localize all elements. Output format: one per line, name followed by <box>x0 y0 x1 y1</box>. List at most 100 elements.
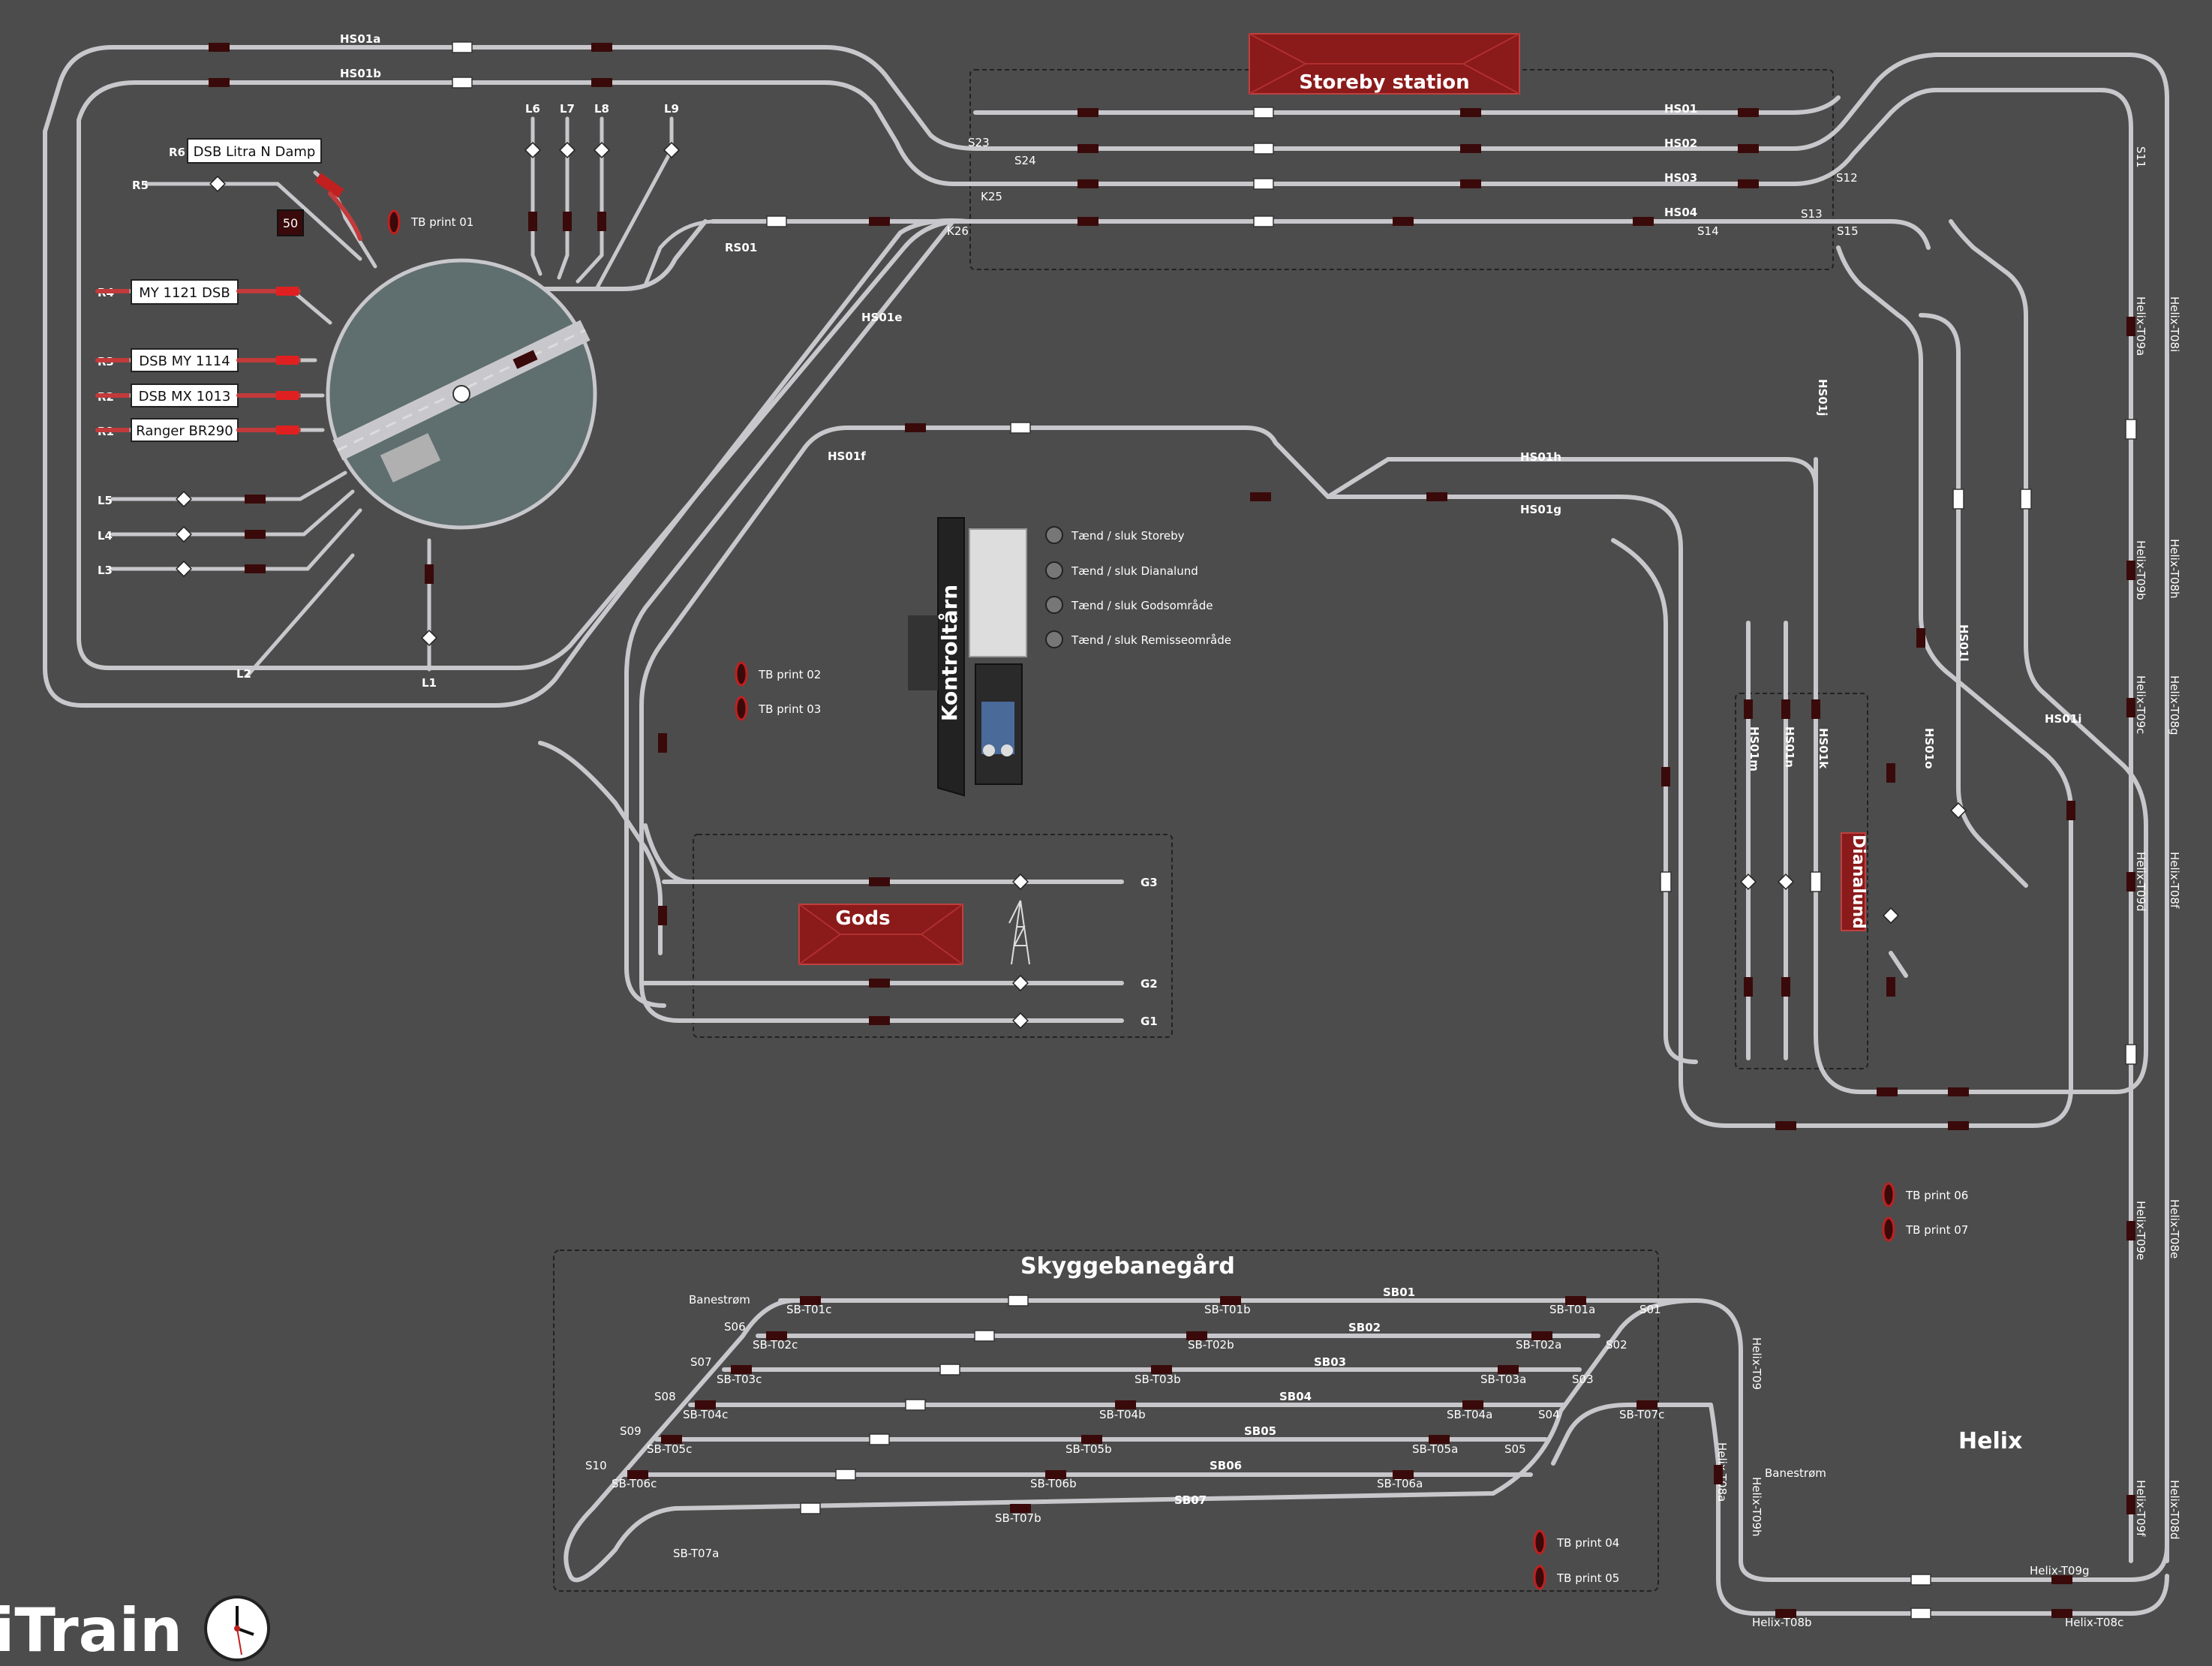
block-segment[interactable] <box>1661 767 1670 786</box>
block-segment[interactable] <box>1426 492 1447 501</box>
block-segment[interactable] <box>1220 1296 1241 1305</box>
tb-print-01[interactable]: TB print 01 <box>387 209 473 235</box>
block-segment[interactable] <box>2126 561 2135 580</box>
toggle-dianalund-button[interactable]: Tænd / sluk Dianalund <box>1045 561 1198 579</box>
sensor[interactable] <box>1660 871 1672 892</box>
block-segment[interactable] <box>905 423 926 432</box>
tb-print-06[interactable]: TB print 06 <box>1882 1182 1968 1207</box>
block-segment[interactable] <box>1077 179 1098 188</box>
block-segment[interactable] <box>695 1400 716 1409</box>
block-segment[interactable] <box>591 78 612 87</box>
block-segment[interactable] <box>1460 108 1481 117</box>
sensor[interactable] <box>1253 143 1274 155</box>
switch-point[interactable] <box>1012 1012 1029 1029</box>
tb-print-07[interactable]: TB print 07 <box>1882 1216 1968 1242</box>
block-segment[interactable] <box>658 906 667 925</box>
block-segment[interactable] <box>1565 1296 1586 1305</box>
block-segment[interactable] <box>2126 698 2135 717</box>
switch-point[interactable] <box>176 526 192 543</box>
sensor[interactable] <box>905 1399 926 1411</box>
block-segment[interactable] <box>2051 1575 2072 1584</box>
switch-point[interactable] <box>176 491 192 507</box>
block-segment[interactable] <box>1633 217 1654 226</box>
block-segment[interactable] <box>1738 108 1759 117</box>
block-segment[interactable] <box>1738 179 1759 188</box>
block-segment[interactable] <box>1775 1121 1796 1130</box>
block-segment[interactable] <box>1744 699 1753 719</box>
block-segment[interactable] <box>209 78 230 87</box>
sensor[interactable] <box>766 215 787 227</box>
block-segment[interactable] <box>869 877 890 886</box>
sensor[interactable] <box>1952 489 1964 510</box>
block-segment[interactable] <box>1636 1400 1657 1409</box>
sensor[interactable] <box>1010 422 1031 434</box>
sensor[interactable] <box>974 1330 995 1342</box>
block-segment[interactable] <box>1077 217 1098 226</box>
block-segment[interactable] <box>1393 217 1414 226</box>
block-segment[interactable] <box>731 1365 752 1374</box>
block-segment[interactable] <box>1010 1504 1031 1513</box>
block-segment[interactable] <box>2051 1609 2072 1618</box>
switch-point[interactable] <box>1950 802 1967 819</box>
sensor[interactable] <box>939 1364 960 1376</box>
block-segment[interactable] <box>1460 144 1481 153</box>
block-segment[interactable] <box>591 43 612 52</box>
tb-print-03[interactable]: TB print 03 <box>735 696 821 721</box>
switch-point[interactable] <box>421 630 437 646</box>
block-segment[interactable] <box>766 1331 787 1340</box>
switch-point[interactable] <box>209 176 226 192</box>
sensor[interactable] <box>452 41 473 53</box>
toggle-gods-button[interactable]: Tænd / sluk Godsområde <box>1045 596 1213 614</box>
block-segment[interactable] <box>2126 1221 2135 1240</box>
switch-point[interactable] <box>1012 874 1029 890</box>
block-segment[interactable] <box>800 1296 821 1305</box>
block-segment[interactable] <box>1775 1609 1796 1618</box>
turntable[interactable] <box>326 258 597 530</box>
block-segment[interactable] <box>1393 1470 1414 1479</box>
sensor[interactable] <box>1910 1574 1931 1586</box>
tb-print-05[interactable]: TB print 05 <box>1533 1565 1619 1590</box>
tb-print-02[interactable]: TB print 02 <box>735 661 821 687</box>
sensor[interactable] <box>1810 871 1822 892</box>
switch-point[interactable] <box>594 142 610 158</box>
switch-point[interactable] <box>663 142 680 158</box>
switch-point[interactable] <box>1883 907 1899 924</box>
block-segment[interactable] <box>869 979 890 988</box>
block-segment[interactable] <box>1081 1435 1102 1444</box>
sensor[interactable] <box>2125 1044 2137 1065</box>
block-segment[interactable] <box>1811 699 1820 719</box>
block-segment[interactable] <box>1886 977 1895 997</box>
block-segment[interactable] <box>1531 1331 1552 1340</box>
block-segment[interactable] <box>245 564 266 573</box>
sensor[interactable] <box>2020 489 2032 510</box>
switch-point[interactable] <box>559 142 576 158</box>
block-segment[interactable] <box>2126 317 2135 336</box>
block-segment[interactable] <box>425 564 434 584</box>
block-segment[interactable] <box>658 733 667 753</box>
block-segment[interactable] <box>1045 1470 1066 1479</box>
r2-loco-box[interactable] <box>131 383 239 407</box>
tb-print-04[interactable]: TB print 04 <box>1533 1529 1619 1555</box>
block-segment[interactable] <box>1886 763 1895 783</box>
block-segment[interactable] <box>1781 699 1790 719</box>
sensor[interactable] <box>1253 107 1274 119</box>
block-segment[interactable] <box>2066 801 2075 820</box>
block-segment[interactable] <box>1077 144 1098 153</box>
sensor[interactable] <box>1253 178 1274 190</box>
block-segment[interactable] <box>597 212 606 231</box>
r1-loco-box[interactable] <box>131 418 239 442</box>
sensor[interactable] <box>800 1502 821 1514</box>
block-segment[interactable] <box>2126 1495 2135 1514</box>
sensor[interactable] <box>1008 1295 1029 1307</box>
block-segment[interactable] <box>1714 1465 1723 1484</box>
block-segment[interactable] <box>661 1435 682 1444</box>
block-segment[interactable] <box>869 217 890 226</box>
block-segment[interactable] <box>1115 1400 1136 1409</box>
block-segment[interactable] <box>1186 1331 1207 1340</box>
toggle-remise-button[interactable]: Tænd / sluk Remisseområde <box>1045 630 1231 648</box>
sensor[interactable] <box>1910 1607 1931 1619</box>
block-segment[interactable] <box>2126 872 2135 892</box>
switch-point[interactable] <box>1740 874 1757 890</box>
switch-point[interactable] <box>1012 975 1029 991</box>
block-segment[interactable] <box>1077 108 1098 117</box>
